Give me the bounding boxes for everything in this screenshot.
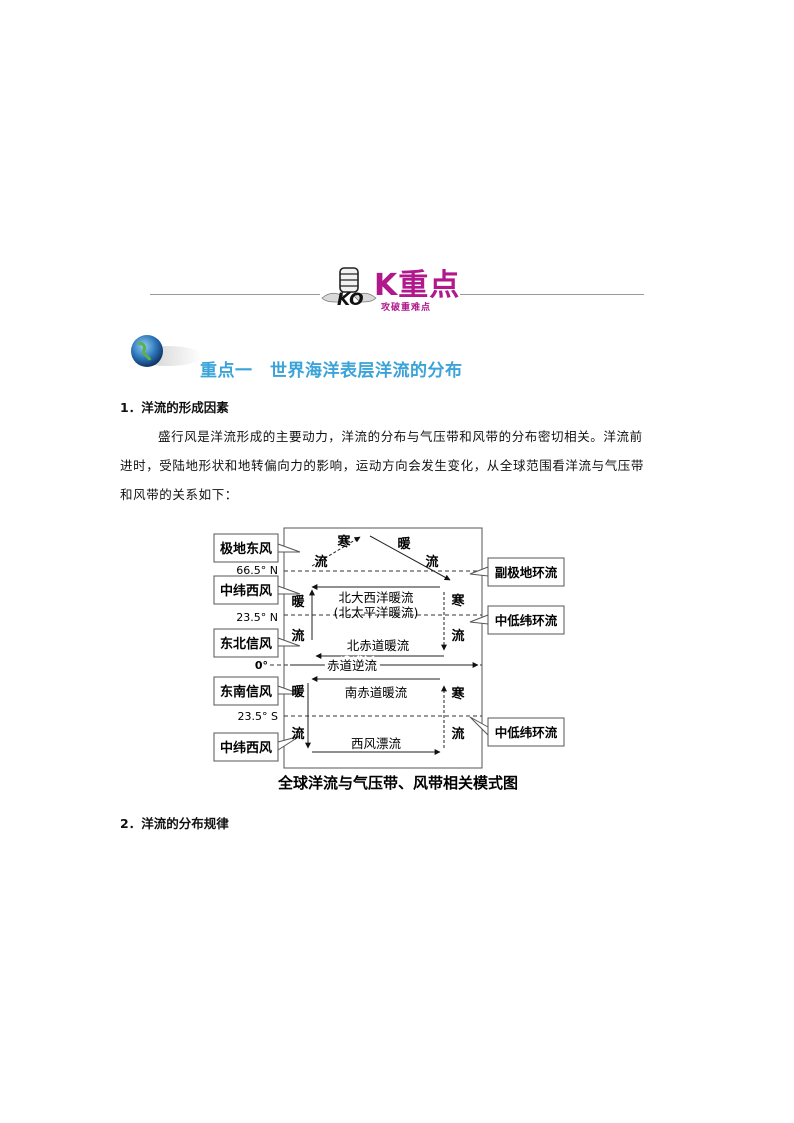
heading-formation-factors: 1．洋流的形成因素 [120, 400, 229, 415]
mark-flow-south-right: 流 [451, 726, 464, 742]
mark-flow-north-right: 流 [451, 628, 464, 644]
latitude-0: 0° [255, 659, 268, 672]
left-label-1: 极地东风 [220, 541, 272, 557]
current-north-pacific: (北太平洋暖流) [334, 605, 419, 620]
current-north-equatorial: 北赤道暖流 [347, 638, 410, 653]
paragraph-line-3: 和风带的关系如下： [120, 487, 238, 502]
banner-subtitle: 攻破重难点 [381, 303, 432, 313]
fist-wings-icon [321, 267, 377, 303]
ocean-current-diagram: 极地东风 中纬西风 东北信风 东南信风 中纬西风 66.5° N 23.5° N… [213, 527, 565, 792]
paragraph-line-1: 盛行风是洋流形成的主要动力，洋流的分布与气压带和风带的分布密切相关。洋流前 [158, 429, 643, 444]
left-label-3: 东北信风 [220, 636, 272, 652]
paragraph-line-2: 进时，受陆地形状和地转偏向力的影响，运动方向会发生变化，从全球范围看洋流与气压带 [120, 458, 645, 473]
mark-flow-south-left: 流 [291, 726, 304, 742]
mark-warm-north: 暖 [291, 594, 305, 610]
right-label-3: 中低纬环流 [495, 725, 558, 740]
latitude-66n: 66.5° N [236, 564, 278, 577]
diagram-caption: 全球洋流与气压带、风带相关模式图 [277, 774, 518, 792]
left-label-5: 中纬西风 [220, 740, 272, 756]
current-south-equatorial: 南赤道暖流 [345, 685, 408, 700]
left-label-boxes [213, 533, 301, 762]
banner-rule-left [150, 294, 320, 295]
banner-title: K重点 [374, 268, 461, 303]
mark-cold-south: 寒 [450, 686, 465, 702]
section-title: 重点一 世界海洋表层洋流的分布 [200, 361, 463, 381]
ko-text: KO [337, 290, 364, 310]
latitude-23s: 23.5° S [238, 710, 278, 723]
body-paragraph: 盛行风是洋流形成的主要动力，洋流的分布与气压带和风带的分布密切相关。洋流前 进时… [120, 422, 680, 509]
latitude-23n: 23.5° N [236, 611, 278, 624]
right-label-2: 中低纬环流 [495, 613, 558, 628]
mark-warm-south: 暖 [291, 684, 305, 700]
mark-flow-polar-right: 流 [425, 554, 438, 570]
left-label-2: 中纬西风 [220, 583, 272, 599]
mark-warm-polar: 暖 [397, 536, 411, 552]
banner-rule-right [460, 294, 644, 295]
heading-distribution-rules: 2．洋流的分布规律 [120, 816, 229, 831]
left-label-4: 东南信风 [220, 684, 272, 700]
mark-flow-polar-left: 流 [314, 554, 327, 570]
right-label-boxes [469, 557, 565, 747]
mark-cold-polar: 寒 [336, 534, 351, 550]
current-west-wind-drift: 西风漂流 [351, 736, 402, 751]
mark-cold-north: 寒 [450, 593, 465, 609]
current-north-atlantic: 北大西洋暖流 [338, 590, 414, 605]
mark-flow-north-left: 流 [291, 628, 304, 644]
right-label-1: 副极地环流 [495, 565, 558, 580]
globe-icon [131, 335, 202, 367]
current-equatorial-counter: 赤道逆流 [327, 658, 378, 673]
